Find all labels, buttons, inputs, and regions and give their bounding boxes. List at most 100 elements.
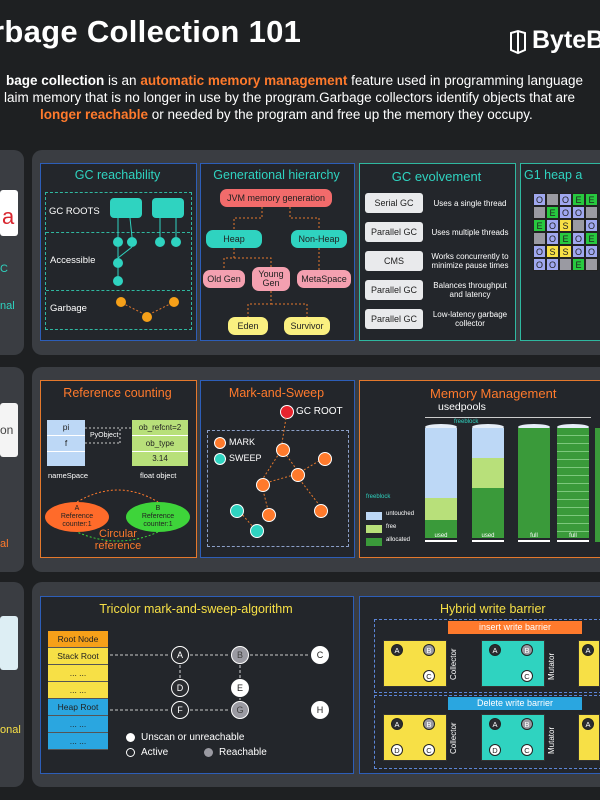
accessible-node: [171, 237, 181, 247]
stack-cell: Root Node: [48, 631, 108, 648]
tricolor-node: D: [171, 679, 189, 697]
g1-region: O: [546, 232, 559, 245]
memory-column-label: full: [530, 533, 538, 539]
hybrid-node: A: [391, 718, 403, 730]
tricolor-node: B: [231, 646, 249, 664]
mark-legend: MARK: [229, 437, 256, 447]
legend-allocated: allocated: [386, 537, 411, 543]
legend-active: Active: [141, 747, 169, 758]
hybrid-side-label: Mutator: [547, 652, 556, 680]
delete-write-barrier-label: Delete write barrier: [448, 697, 582, 710]
memory-column-base: [557, 540, 589, 542]
g1-region: [533, 232, 546, 245]
tricolor-node: F: [171, 701, 189, 719]
g1-title: G1 heap a: [524, 168, 583, 182]
hybrid-title: Hybrid write barrier: [440, 602, 546, 616]
marked-node: [256, 478, 270, 492]
float-object-table: [132, 420, 188, 466]
accessible-node: [155, 237, 165, 247]
hybrid-node: D: [489, 744, 501, 756]
hybrid-node: A: [582, 644, 594, 656]
ob-type: ob_type: [132, 436, 188, 452]
accessible-node: [113, 237, 123, 247]
g1-region: E: [559, 232, 572, 245]
garbage-node: [142, 312, 152, 322]
bytebytego-logo-icon: [508, 29, 528, 55]
legend-reachable-dot: [204, 748, 213, 757]
hybrid-node: C: [521, 670, 533, 682]
legend-untouched-swatch: [366, 512, 382, 520]
ns-f: f: [47, 436, 85, 452]
accessible-label: Accessible: [50, 255, 96, 266]
hybrid-node: C: [423, 744, 435, 756]
hybrid-node: B: [521, 644, 533, 656]
left-card-3-onal: onal: [0, 724, 21, 736]
memory-column-cap: [472, 424, 504, 430]
memory-allocated: [557, 428, 589, 538]
evo-item-button: Parallel GC: [365, 280, 423, 300]
left-logo-1: [0, 190, 18, 236]
memory-untouched: [425, 428, 457, 498]
root-node-1: [110, 198, 142, 218]
namespace-table: [47, 420, 85, 466]
divider: [46, 290, 190, 291]
usedpools-label: usedpools: [438, 401, 486, 413]
stack-cell: ... ...: [48, 716, 108, 733]
g1-region: [585, 258, 598, 271]
memory-column-partial: [595, 428, 600, 542]
g1-region: E: [546, 206, 559, 219]
g1-region: E: [572, 193, 585, 206]
mark-legend-dot: [214, 437, 226, 449]
left-card-2: [0, 367, 24, 572]
float-object-label: float object: [140, 471, 177, 480]
legend-white: Unscan or unreachable: [141, 732, 245, 743]
g1-region: O: [585, 245, 598, 258]
hybrid-node: D: [391, 744, 403, 756]
left-logo-1-text: a: [2, 204, 15, 229]
g1-region: [585, 206, 598, 219]
g1-region: S: [559, 245, 572, 258]
evo-item-desc: Uses a single thread: [433, 199, 507, 208]
left-logo-2: [0, 403, 18, 457]
marked-node: [318, 452, 332, 466]
legend-active-dot: [126, 748, 135, 757]
root-node-2: [152, 198, 184, 218]
memory-column-cap: [518, 424, 550, 430]
marked-node: [262, 508, 276, 522]
memory-allocated: [425, 520, 457, 538]
heap-node: Heap: [206, 230, 262, 248]
younggen-node: Young Gen: [252, 267, 290, 291]
stack-cell: ... ...: [48, 733, 108, 750]
evo-item-button: Parallel GC: [365, 222, 423, 242]
memory-untouched: [472, 428, 504, 458]
stack-cell: Stack Root: [48, 648, 108, 665]
swept-node: [230, 504, 244, 518]
memory-allocated: [518, 428, 550, 538]
garbage-label: Garbage: [50, 303, 87, 314]
legend-free: free: [386, 524, 397, 530]
g1-region: O: [533, 245, 546, 258]
freeblock-top-label: freeblock: [454, 419, 479, 425]
nonheap-node: Non-Heap: [291, 230, 347, 248]
evo-item-desc: Low-latency garbage collector: [432, 310, 508, 328]
hybrid-node: B: [423, 718, 435, 730]
memory-free: [472, 458, 504, 488]
g1-region: S: [559, 219, 572, 232]
g1-region: O: [572, 206, 585, 219]
accessible-node: [127, 237, 137, 247]
hybrid-node: A: [391, 644, 403, 656]
oldgen-node: Old Gen: [203, 270, 245, 288]
tricolor-title: Tricolor mark-and-sweep-algorithm: [99, 602, 293, 616]
evo-item-desc: Uses multiple threads: [431, 228, 509, 237]
legend-allocated-swatch: [366, 538, 382, 546]
tricolor-node: A: [171, 646, 189, 664]
hybrid-side-label: Collector: [449, 648, 458, 680]
garbage-node: [116, 297, 126, 307]
g1-region: [572, 219, 585, 232]
hybrid-node: A: [489, 644, 501, 656]
memory-column-cap: [425, 424, 457, 430]
memory-column-base: [472, 540, 504, 542]
